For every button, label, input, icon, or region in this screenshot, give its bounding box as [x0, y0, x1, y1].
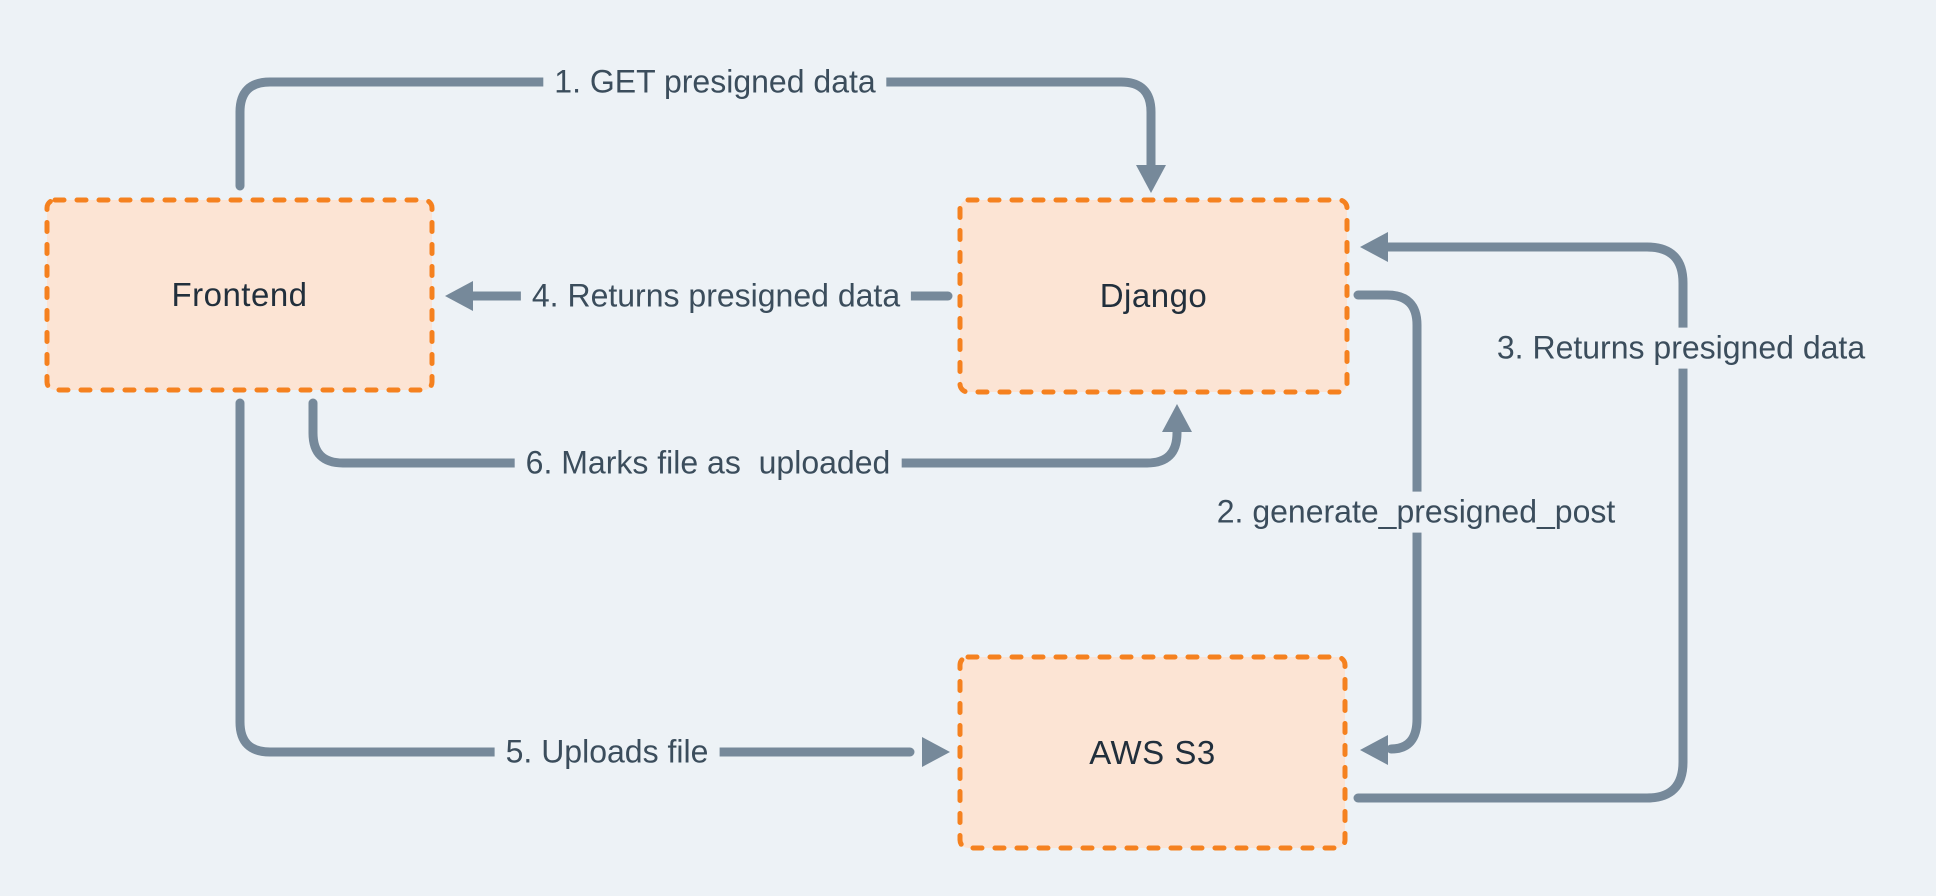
edge-label-step2: 2. generate_presigned_post	[1205, 491, 1627, 533]
connector-step2-path	[1353, 290, 1422, 754]
node-boxes	[44, 197, 1350, 851]
frontend-box	[44, 197, 435, 393]
connector-step5-path	[235, 398, 915, 757]
django-box	[957, 197, 1350, 395]
node-django-label: Django	[1099, 277, 1208, 314]
arrowhead-step3-left-icon	[1360, 232, 1388, 262]
arrowhead-step6-up-icon	[1162, 404, 1192, 432]
node-aws-s3-label: AWS S3	[1089, 733, 1216, 771]
aws-s3-box	[957, 654, 1348, 851]
arrowhead-step5-right-icon	[922, 737, 950, 767]
node-django: Django	[960, 200, 1347, 392]
node-frontend: Frontend	[47, 200, 432, 390]
connector-step3-path	[1353, 242, 1688, 803]
edge-label-step6: 6. Marks file as uploaded	[514, 442, 902, 484]
node-aws-s3: AWS S3	[960, 657, 1345, 848]
arrowhead-step2-left-icon	[1360, 735, 1388, 765]
arrowhead-step4-left-icon	[445, 281, 473, 311]
node-frontend-label: Frontend	[171, 276, 308, 313]
edge-label-step3: 3. Returns presigned data	[1485, 327, 1877, 369]
arrowheads	[445, 165, 1388, 767]
edge-label-step4: 4. Returns presigned data	[520, 275, 912, 317]
edge-label-step1: 1. GET presigned data	[543, 61, 887, 103]
arrowhead-step1-down-icon	[1136, 165, 1166, 193]
edge-label-step5: 5. Uploads file	[494, 731, 720, 773]
